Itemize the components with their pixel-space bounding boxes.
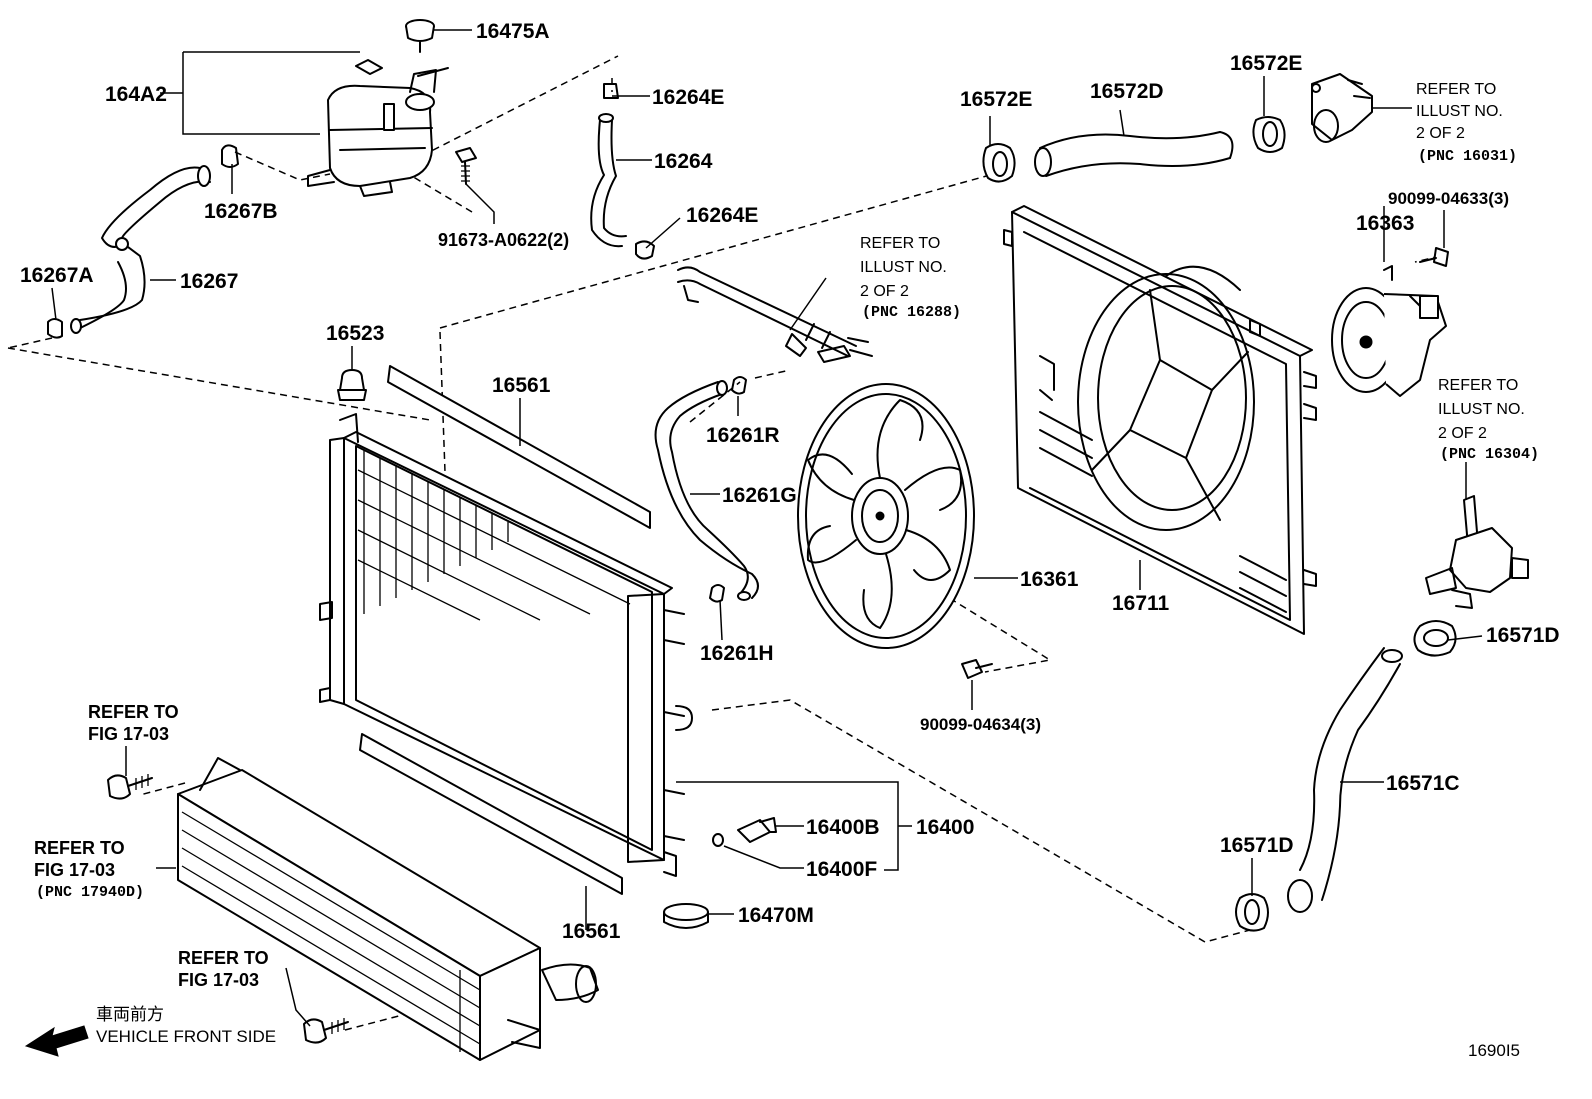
label-16572e-right: 16572E — [1230, 52, 1302, 75]
drain-plug-16400b — [737, 817, 777, 843]
label-16361: 16361 — [1020, 568, 1079, 591]
orientation-label-en: VEHICLE FRONT SIDE — [96, 1027, 276, 1046]
bolt-fig-17-03-a — [107, 774, 153, 800]
ref-16031-line2: ILLUST NO. — [1416, 103, 1503, 120]
reference-fig-a: REFER TO FIG 17-03 — [88, 702, 179, 744]
screw-90099-04633 — [1419, 247, 1449, 267]
label-16572d: 16572D — [1090, 80, 1164, 103]
label-16571d-bottom: 16571D — [1220, 834, 1294, 857]
seal-16561-bottom — [359, 733, 623, 895]
reference-16031: REFER TO ILLUST NO. 2 OF 2 (PNC 16031) — [1416, 81, 1517, 165]
label-16261h: 16261H — [700, 642, 774, 665]
ref-16288-line2: ILLUST NO. — [860, 259, 947, 276]
hose-16572d — [1034, 131, 1234, 177]
ref-16031-line3: 2 OF 2 — [1416, 125, 1465, 142]
label-16523: 16523 — [326, 322, 384, 345]
seal-16561-top — [387, 365, 651, 529]
reference-16304: REFER TO ILLUST NO. 2 OF 2 (PNC 16304) — [1438, 377, 1539, 463]
label-16400b: 16400B — [806, 816, 880, 839]
reference-16288: REFER TO ILLUST NO. 2 OF 2 (PNC 16288) — [860, 235, 961, 321]
bolt-fig-17-03-c — [303, 1018, 349, 1044]
reference-fig-c: REFER TO FIG 17-03 — [178, 948, 269, 990]
fan-blades — [806, 399, 962, 629]
ref-fig-b-line2: FIG 17-03 — [34, 860, 115, 880]
hose-16571c — [1287, 647, 1403, 913]
clamps-16267 — [47, 144, 239, 339]
pipe-16288 — [677, 266, 873, 363]
hose-16261g — [654, 376, 759, 603]
reservoir-tank — [307, 59, 449, 197]
ref-16304-line2: ILLUST NO. — [1438, 401, 1525, 418]
label-16261g: 16261G — [722, 484, 797, 507]
ref-16288-line3: 2 OF 2 — [860, 283, 909, 300]
screw-90099-04634 — [961, 659, 993, 679]
label-16711: 16711 — [1112, 592, 1170, 615]
label-16470m: 16470M — [738, 904, 814, 927]
ref-16304-line3: 2 OF 2 — [1438, 425, 1487, 442]
radiator — [319, 413, 693, 877]
ref-16304-pnc: (PNC 16304) — [1440, 446, 1539, 463]
label-16264: 16264 — [654, 150, 713, 173]
label-16267b: 16267B — [204, 200, 278, 223]
bolt-91673 — [455, 147, 477, 185]
ref-16031-pnc: (PNC 16031) — [1418, 148, 1517, 165]
label-164a2: 164A2 — [105, 83, 167, 106]
label-16261r: 16261R — [706, 424, 780, 447]
ref-16288-pnc: (PNC 16288) — [862, 304, 961, 321]
label-16400f: 16400F — [806, 858, 877, 881]
shroud-16711 — [1003, 205, 1317, 635]
vehicle-front-arrow-icon — [24, 1025, 89, 1057]
ref-fig-b-pnc: (PNC 17940D) — [36, 884, 144, 901]
label-16561-top: 16561 — [492, 374, 551, 397]
hose-16267 — [70, 165, 211, 334]
ref-16288-line1: REFER TO — [860, 235, 940, 252]
label-16267: 16267 — [180, 270, 238, 293]
fan-16361 — [797, 383, 975, 649]
label-16400: 16400 — [916, 816, 974, 839]
cushion-16470m — [663, 903, 709, 929]
hose-16264 — [590, 83, 655, 260]
intercooler — [177, 757, 599, 1061]
label-16363: 16363 — [1356, 212, 1414, 235]
ref-fig-c-line2: FIG 17-03 — [178, 970, 259, 990]
leader-lines — [51, 29, 1483, 1027]
ref-16304-line1: REFER TO — [1438, 377, 1518, 394]
bracket-16400 — [676, 781, 912, 871]
fan-motor-16363 — [1331, 265, 1447, 397]
label-16571d-right: 16571D — [1486, 624, 1560, 647]
bracket-164a2 — [160, 51, 360, 135]
ref-fig-a-line1: REFER TO — [88, 702, 179, 722]
label-90099-04633: 90099-04633(3) — [1388, 189, 1509, 208]
ref-fig-b-line1: REFER TO — [34, 838, 125, 858]
radiator-core-fins — [357, 450, 631, 621]
ref-fig-a-line2: FIG 17-03 — [88, 724, 169, 744]
label-16267a: 16267A — [20, 264, 94, 287]
radiator-cap-16523 — [337, 369, 367, 401]
reference-fig-b: REFER TO FIG 17-03 (PNC 17940D) — [34, 838, 144, 901]
water-outlet-16031 — [1311, 73, 1373, 143]
label-16571c: 16571C — [1386, 772, 1460, 795]
clamps-16572e — [982, 116, 1286, 183]
label-16572e-left: 16572E — [960, 88, 1032, 111]
ref-fig-c-line1: REFER TO — [178, 948, 269, 968]
label-90099-04634: 90099-04634(3) — [920, 715, 1041, 734]
ref-16031-line1: REFER TO — [1416, 81, 1496, 98]
label-16475a: 16475A — [476, 20, 550, 43]
label-16264e-top: 16264E — [652, 86, 724, 109]
orientation-label-jp: 車両前方 — [96, 1005, 164, 1024]
illustration-code: 1690I5 — [1468, 1041, 1520, 1060]
part-labels: 16475A 164A2 16264E 16264 16264E 16267B … — [20, 20, 1560, 943]
reservoir-cap — [405, 19, 435, 53]
o-ring-16400f — [712, 833, 724, 847]
label-16264e-bottom: 16264E — [686, 204, 758, 227]
label-91673: 91673-A0622(2) — [438, 230, 569, 250]
label-16561-bottom: 16561 — [562, 920, 621, 943]
clamps-16571d — [1235, 620, 1457, 932]
housing-16304 — [1425, 495, 1529, 609]
